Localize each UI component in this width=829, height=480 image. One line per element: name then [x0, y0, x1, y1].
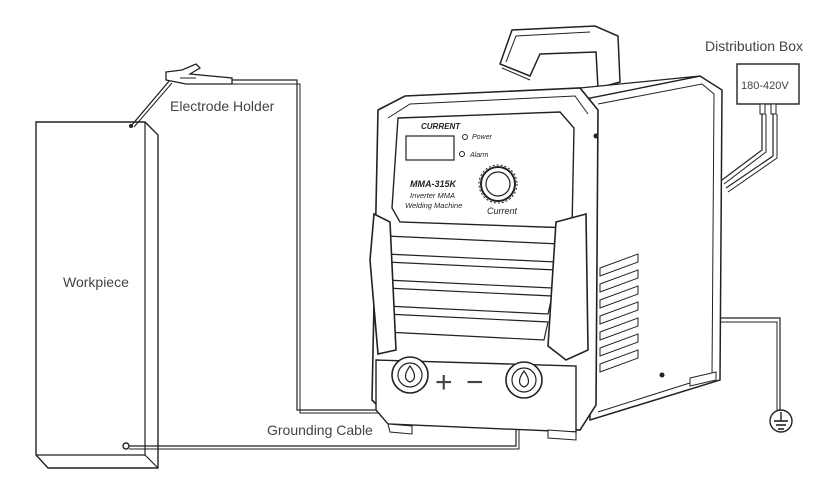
- knob-label: Current: [487, 206, 518, 216]
- earth-cable: [720, 317, 781, 410]
- workpiece-label: Workpiece: [63, 274, 129, 290]
- terminal-drop-icon: [404, 364, 416, 383]
- alarm-indicator-label: Alarm: [469, 152, 488, 159]
- power-indicator-label: Power: [472, 134, 493, 141]
- description-line1: Inverter MMA: [410, 191, 455, 200]
- voltage-label: 180-420V: [741, 80, 789, 92]
- description-line2: Welding Machine: [405, 201, 462, 210]
- minus-symbol: −: [466, 366, 484, 399]
- ground-icon: [769, 409, 793, 433]
- power-cable: [721, 114, 763, 181]
- welding-machine: [369, 25, 723, 441]
- panel-title: CURRENT: [421, 122, 461, 131]
- model-label: MMA-315K: [410, 179, 458, 189]
- negative-terminal: [505, 361, 543, 399]
- grounding-cable-label: Grounding Cable: [267, 422, 373, 438]
- electrode-holder-label: Electrode Holder: [170, 98, 275, 114]
- terminal-drop-icon: [518, 369, 530, 388]
- electrode-holder: [130, 63, 233, 128]
- workpiece: [35, 121, 159, 469]
- distribution-box: [736, 63, 800, 115]
- distribution-box-label: Distribution Box: [705, 38, 803, 54]
- positive-terminal: [391, 356, 429, 394]
- plus-symbol: +: [435, 366, 453, 399]
